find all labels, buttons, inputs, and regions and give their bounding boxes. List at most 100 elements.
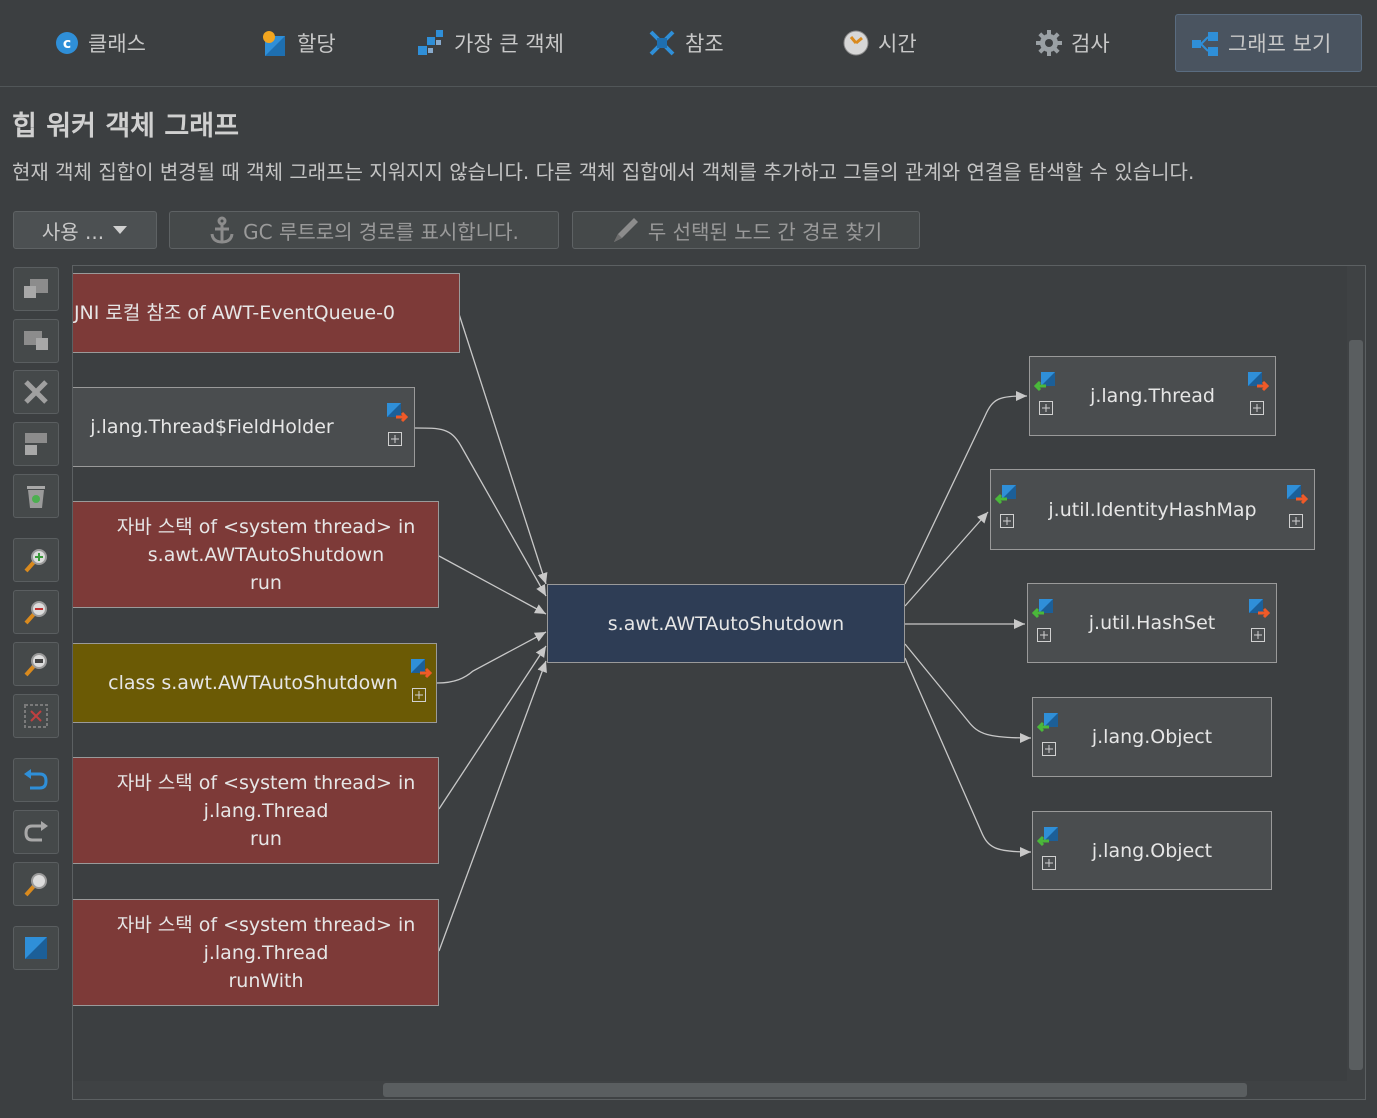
expand-plus-icon[interactable]	[412, 688, 426, 702]
references-icon	[649, 30, 675, 56]
find-path-between-nodes-button[interactable]: 두 선택된 노드 간 경로 찾기	[572, 211, 920, 249]
vertical-scroll-thumb[interactable]	[1349, 340, 1363, 1070]
svg-text:c: c	[63, 36, 71, 52]
expand-plus-icon[interactable]	[1042, 856, 1056, 870]
incoming-refs-icon[interactable]	[1037, 826, 1059, 848]
node-label-block: 자바 스택 of <system thread> in j.lang.Threa…	[73, 911, 416, 995]
graph-node-identityhashmap[interactable]: j.util.IdentityHashMap	[990, 469, 1315, 550]
graph-node-center-autoshutdown[interactable]: s.awt.AWTAutoShutdown	[547, 584, 905, 663]
outgoing-refs-icon[interactable]	[410, 658, 432, 680]
tab-allocations[interactable]: 할당	[245, 14, 350, 72]
expand-plus-icon[interactable]	[1039, 401, 1053, 415]
outgoing-refs-icon[interactable]	[386, 402, 408, 424]
horizontal-scroll-thumb[interactable]	[383, 1083, 1247, 1097]
graph-node-java-stack-autoshutdown-run[interactable]: 자바 스택 of <system thread> in s.awt.AWTAut…	[73, 501, 439, 608]
outgoing-refs-icon[interactable]	[1286, 484, 1308, 506]
incoming-refs-icon[interactable]	[995, 484, 1017, 506]
use-dropdown-button[interactable]: 사용 ...	[13, 211, 157, 249]
graph-node-thread-fieldholder[interactable]: j.lang.Thread$FieldHolder	[73, 387, 415, 467]
tab-references[interactable]: 참조	[633, 14, 738, 72]
node-label: class s.awt.AWTAutoShutdown	[108, 672, 398, 694]
trash-icon	[27, 486, 45, 508]
show-gc-root-path-label: GC 루트로의 경로를 표시합니다.	[243, 219, 519, 244]
view-tab-bar: c 클래스 할당 가장 큰 객체 참조 시간 검사 그래프 보기	[0, 0, 1377, 87]
allocation-icon	[263, 31, 285, 56]
undo-button[interactable]	[13, 758, 59, 802]
zoom-in-button[interactable]	[13, 538, 59, 582]
node-label-line: 자바 스택 of <system thread> in	[116, 771, 416, 794]
node-label-line: j.lang.Thread	[203, 941, 329, 964]
tab-biggest-objects[interactable]: 가장 큰 객체	[402, 14, 578, 72]
vertical-scrollbar[interactable]	[1347, 266, 1365, 1099]
tab-label: 할당	[297, 32, 336, 56]
graph-node-hashset[interactable]: j.util.HashSet	[1027, 583, 1277, 663]
edge-line	[458, 313, 548, 585]
expand-plus-icon[interactable]	[1000, 514, 1014, 528]
tab-classes[interactable]: c 클래스	[40, 14, 160, 72]
graph-node-object-1[interactable]: j.lang.Object	[1032, 697, 1272, 777]
node-label-line: run	[250, 571, 282, 594]
tab-time[interactable]: 시간	[828, 14, 931, 72]
graph-node-jni-local-ref[interactable]: JNI 로컬 참조 of AWT-EventQueue-0	[73, 273, 460, 353]
page-title: 힙 워커 객체 그래프	[12, 111, 239, 142]
zoom-out-button[interactable]	[13, 590, 59, 634]
node-label: j.util.HashSet	[1088, 612, 1216, 634]
cleanup-icon	[25, 433, 47, 455]
layout-left-button[interactable]	[13, 267, 59, 311]
tab-label: 시간	[878, 32, 917, 56]
zoom-actual-size-button[interactable]	[13, 642, 59, 686]
cleanup-button[interactable]	[13, 422, 59, 466]
node-label: JNI 로컬 참조 of AWT-EventQueue-0	[73, 302, 396, 324]
node-label: j.util.IdentityHashMap	[1048, 498, 1257, 521]
remove-node-button[interactable]	[13, 370, 59, 414]
zoom-in-icon	[24, 549, 47, 573]
node-label-line: j.lang.Thread	[203, 799, 329, 822]
expand-plus-icon[interactable]	[1042, 742, 1056, 756]
graph-node-java-stack-thread-runwith[interactable]: 자바 스택 of <system thread> in j.lang.Threa…	[73, 899, 439, 1006]
horizontal-scrollbar[interactable]	[73, 1081, 1365, 1099]
page-description: 현재 객체 집합이 변경될 때 객체 그래프는 지워지지 않습니다. 다른 객체…	[12, 160, 1195, 184]
tab-label: 참조	[685, 32, 724, 56]
tab-label: 검사	[1071, 32, 1110, 56]
expand-plus-icon[interactable]	[388, 432, 402, 446]
find-button[interactable]	[13, 862, 59, 906]
graph-canvas[interactable]: JNI 로컬 참조 of AWT-EventQueue-0 j.lang.Thr…	[72, 265, 1366, 1100]
graph-node-class-autoshutdown[interactable]: class s.awt.AWTAutoShutdown	[73, 643, 437, 723]
edge-line	[438, 555, 547, 615]
biggest-objects-icon	[418, 30, 443, 55]
fit-selection-button[interactable]	[13, 694, 59, 738]
layout-left-icon	[24, 279, 48, 298]
node-label-line: run	[250, 827, 282, 850]
layout-right-button[interactable]	[13, 319, 59, 363]
graph-node-java-stack-thread-run[interactable]: 자바 스택 of <system thread> in j.lang.Threa…	[73, 757, 439, 864]
expand-plus-icon[interactable]	[1289, 514, 1303, 528]
graph-node-object-2[interactable]: j.lang.Object	[1032, 811, 1272, 890]
node-label: s.awt.AWTAutoShutdown	[607, 612, 845, 635]
export-graph-button[interactable]	[13, 926, 59, 970]
edge-line	[414, 427, 547, 597]
incoming-refs-icon[interactable]	[1037, 712, 1059, 734]
layout-right-icon	[24, 331, 48, 350]
redo-button[interactable]	[13, 810, 59, 854]
incoming-refs-icon[interactable]	[1032, 598, 1054, 620]
node-label-line: 자바 스택 of <system thread> in	[116, 515, 416, 538]
outgoing-refs-icon[interactable]	[1248, 598, 1270, 620]
edge-line	[904, 657, 1032, 857]
pen-path-icon	[613, 218, 638, 242]
clear-graph-button[interactable]	[13, 474, 59, 518]
time-icon	[843, 30, 869, 56]
expand-plus-icon[interactable]	[1037, 628, 1051, 642]
expand-plus-icon[interactable]	[1250, 401, 1264, 415]
node-label: j.lang.Thread	[1090, 385, 1215, 407]
expand-plus-icon[interactable]	[1251, 628, 1265, 642]
outgoing-refs-icon[interactable]	[1247, 371, 1269, 393]
tab-inspections[interactable]: 검사	[1021, 14, 1124, 72]
edge-line	[904, 643, 1032, 743]
incoming-refs-icon[interactable]	[1034, 371, 1056, 393]
show-gc-root-path-button[interactable]: GC 루트로의 경로를 표시합니다.	[169, 211, 559, 249]
edge-line	[438, 660, 547, 952]
inspections-gear-icon	[1036, 30, 1062, 56]
graph-node-thread[interactable]: j.lang.Thread	[1029, 356, 1276, 436]
zoom-out-icon	[24, 601, 47, 625]
tab-graph[interactable]: 그래프 보기	[1175, 14, 1362, 72]
